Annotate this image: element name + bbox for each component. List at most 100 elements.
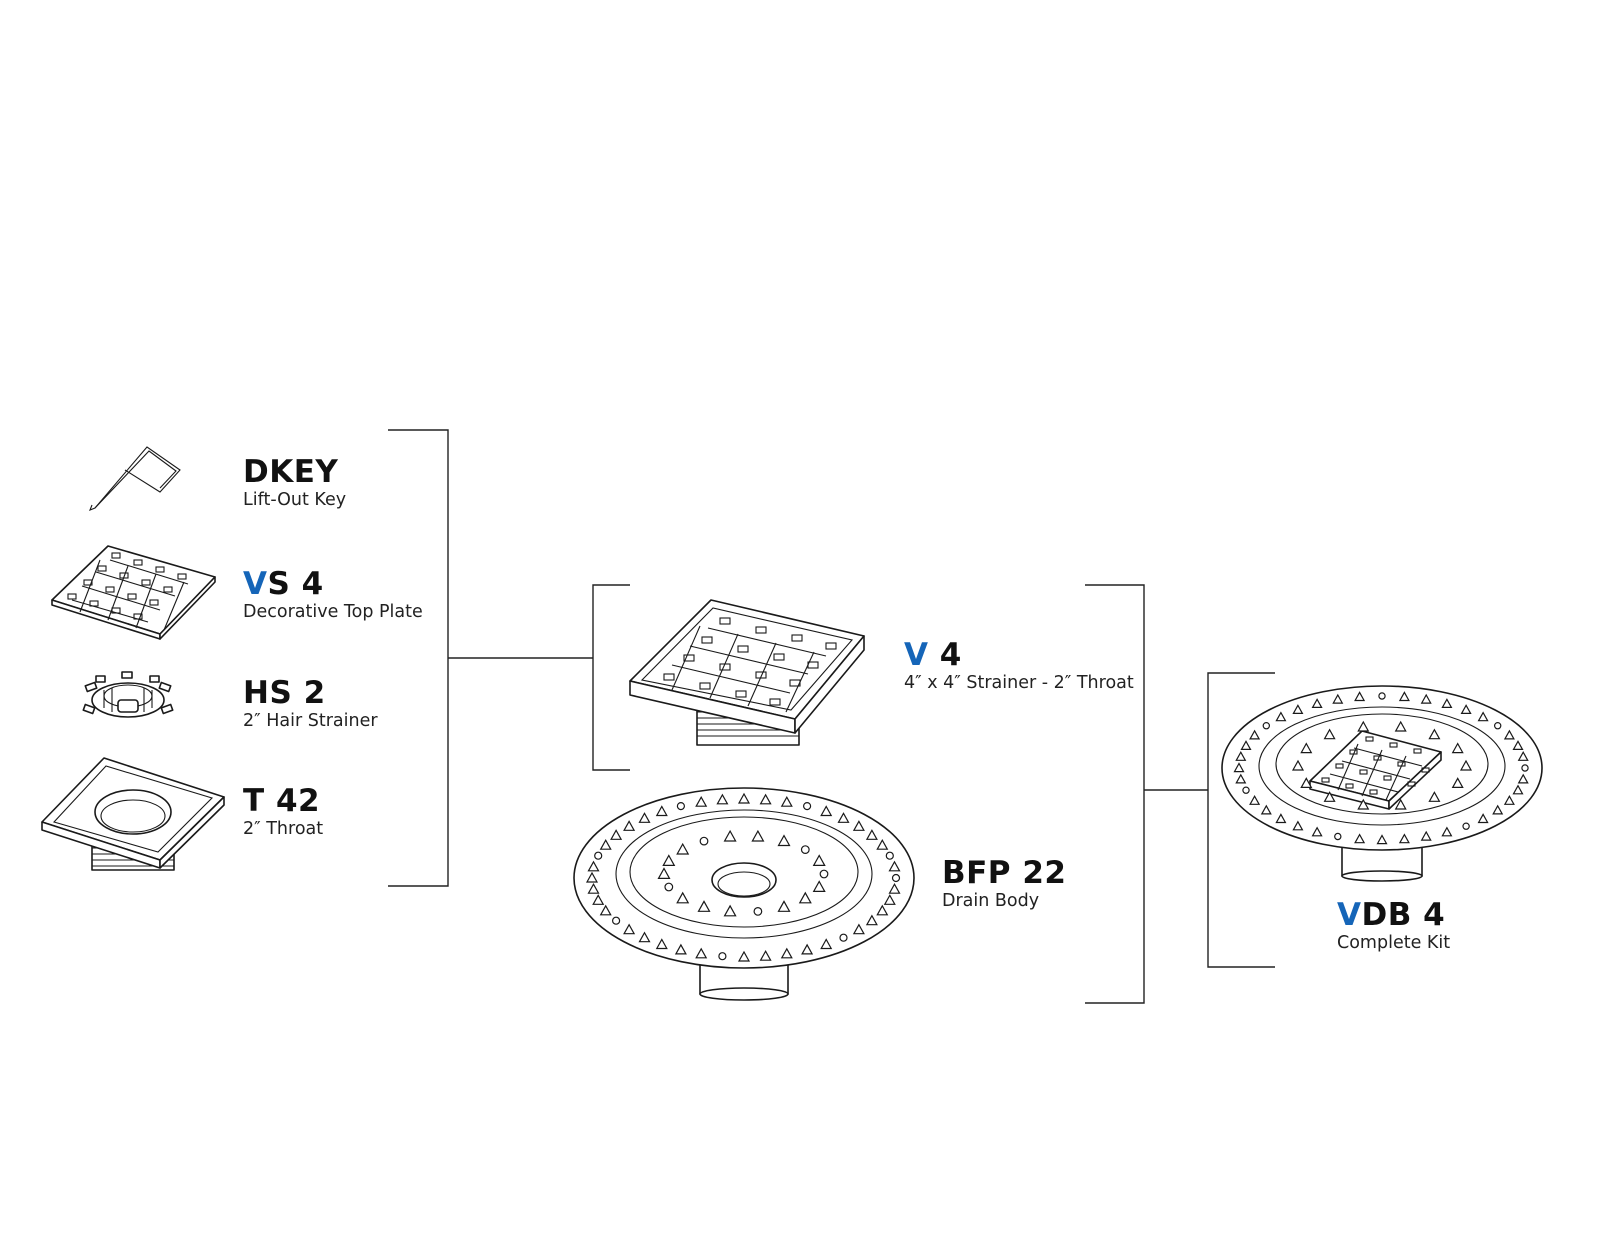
flange-mark <box>1441 698 1453 709</box>
flange-mark <box>1420 693 1432 704</box>
flange-mark <box>1262 722 1271 730</box>
flange-mark <box>623 923 636 935</box>
flange-mark <box>1311 698 1323 709</box>
flange-mark <box>1512 740 1524 751</box>
flange-mark <box>780 947 793 959</box>
flange-mark <box>885 851 894 860</box>
flange-mark <box>780 795 793 807</box>
flange-mark <box>852 820 865 831</box>
bracket-parts <box>388 429 593 887</box>
flange-mark <box>657 867 671 880</box>
assembly-label-bfp22: BFP 22 Drain Body <box>942 856 1066 912</box>
flange-mark <box>655 938 668 950</box>
flange-mark <box>1428 728 1441 740</box>
lift-out-key-icon <box>89 446 181 511</box>
flange-mark <box>1354 833 1366 844</box>
flange-mark <box>1300 777 1313 789</box>
flange-mark <box>585 871 599 883</box>
flange-mark <box>1240 740 1252 751</box>
flange-mark <box>662 854 676 867</box>
part-code: VS 4 <box>243 567 423 601</box>
flange-mark <box>802 801 812 811</box>
flange-mark <box>1235 773 1247 784</box>
flange-mark <box>1503 794 1515 805</box>
flange-mark <box>587 860 600 872</box>
kit-code: VDB 4 <box>1337 898 1450 932</box>
flange-mark <box>1420 830 1432 841</box>
flange-mark <box>1376 834 1388 845</box>
flange-mark <box>891 873 901 883</box>
flange-mark <box>1323 728 1336 740</box>
throat-icon <box>41 757 225 871</box>
decorative-top-plate-icon <box>51 545 216 640</box>
flange-mark <box>888 882 901 894</box>
flange-mark <box>1260 804 1272 815</box>
flange-mark <box>1462 822 1470 830</box>
flange-mark <box>820 938 833 950</box>
flange-mark <box>611 916 621 925</box>
flange-mark <box>1323 791 1336 802</box>
flange-mark <box>592 894 605 905</box>
flange-mark <box>723 829 737 842</box>
code-accent: V <box>243 566 268 602</box>
code-accent: V <box>904 637 929 673</box>
flange-mark <box>1459 759 1473 771</box>
flange-mark <box>1249 794 1261 805</box>
flange-mark <box>1334 832 1342 841</box>
flange-mark <box>1357 720 1370 732</box>
flange-mark <box>676 801 686 811</box>
flange-mark <box>1451 777 1464 789</box>
flange-mark <box>697 900 711 912</box>
flange-mark <box>723 904 737 917</box>
flange-mark <box>812 880 826 893</box>
bracket-assemblies <box>1085 584 1208 1004</box>
flange-mark <box>759 793 772 805</box>
part-description: 2″ Hair Strainer <box>243 711 378 731</box>
flange-mark <box>1378 692 1386 700</box>
code-rest: T 42 <box>243 783 321 819</box>
assembly-label-v4: V 4 4″ x 4″ Strainer - 2″ Throat <box>904 638 1134 694</box>
kit-description: Complete Kit <box>1337 933 1451 953</box>
flange-mark <box>718 952 727 961</box>
flange-mark <box>1354 691 1366 702</box>
strainer-assembly-icon <box>629 599 865 746</box>
flange-mark <box>1311 826 1323 837</box>
part-code: DKEY <box>243 455 346 489</box>
code-rest: DKEY <box>243 454 339 490</box>
drain-body-pattern <box>585 792 901 962</box>
flange-mark <box>1300 742 1313 754</box>
part-description: Decorative Top Plate <box>243 602 423 622</box>
flange-mark <box>1291 759 1305 771</box>
flange-mark <box>655 805 668 817</box>
flange-mark <box>1428 791 1441 802</box>
flange-mark <box>1517 750 1529 761</box>
flange-mark <box>610 829 623 840</box>
flange-mark <box>1460 704 1472 715</box>
part-code: HS 2 <box>243 676 378 710</box>
flange-mark <box>1332 693 1344 704</box>
flange-mark <box>1275 711 1287 722</box>
flange-mark <box>695 795 708 807</box>
code-rest: DB 4 <box>1361 897 1446 933</box>
flange-mark <box>865 829 878 840</box>
flange-mark <box>674 943 687 955</box>
flange-mark <box>1235 750 1247 761</box>
flange-mark <box>1398 833 1410 844</box>
flange-mark <box>737 950 751 962</box>
assembly-description: 4″ x 4″ Strainer - 2″ Throat <box>904 673 1134 693</box>
part-description: 2″ Throat <box>243 819 324 839</box>
flange-mark <box>865 914 878 926</box>
flange-mark <box>599 838 612 850</box>
bracket-strainer <box>592 584 630 771</box>
flange-mark <box>587 882 600 894</box>
part-code: T 42 <box>243 784 323 818</box>
flange-mark <box>1292 704 1304 715</box>
flange-mark <box>812 854 826 867</box>
flange-mark <box>1275 813 1287 824</box>
flange-mark <box>638 812 651 823</box>
part-label-hs2: HS 2 2″ Hair Strainer <box>243 676 378 732</box>
flange-mark <box>777 900 791 912</box>
flange-mark <box>1451 742 1464 754</box>
flange-mark <box>883 894 896 905</box>
part-label-t42: T 42 2″ Throat <box>243 784 323 840</box>
